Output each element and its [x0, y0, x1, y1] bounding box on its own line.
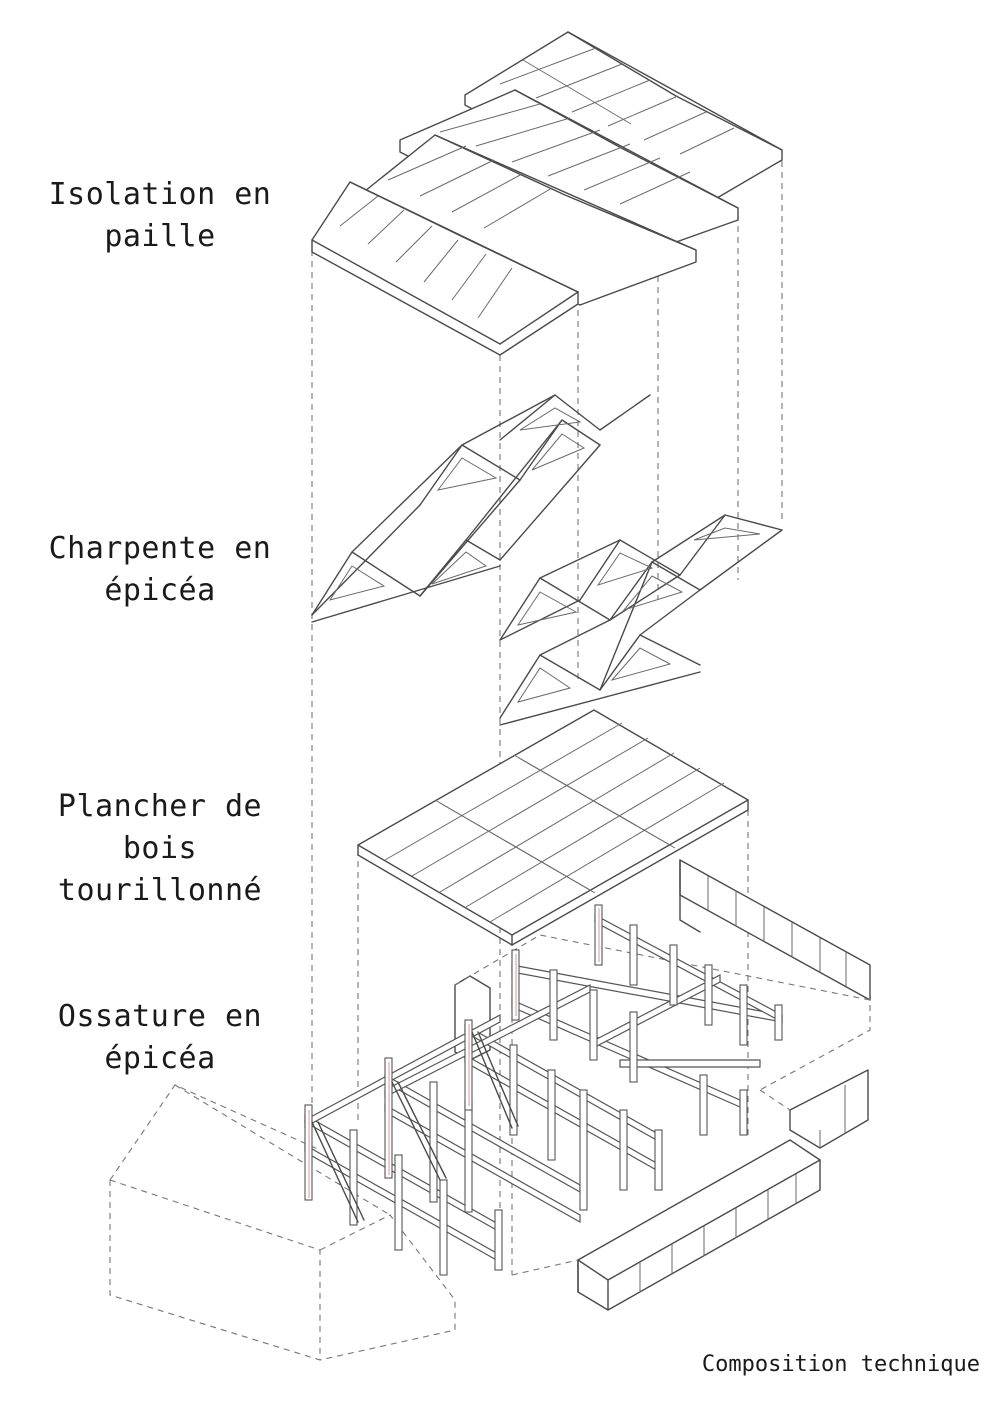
label-line: épicéa — [104, 573, 216, 608]
insulation-ridge-4 — [464, 31, 783, 223]
figure-caption: Composition technique — [701, 1352, 980, 1377]
label-line: Ossature en — [57, 999, 263, 1034]
label-line: tourillonné — [57, 873, 263, 908]
label-spruce-framework: Charpente en épicéa — [40, 528, 280, 612]
label-line: Plancher de bois — [57, 789, 263, 866]
label-dowelled-floor: Plancher de bois tourillonné — [20, 786, 300, 912]
insulation-ridge-1 — [311, 181, 579, 356]
insulation-ridge-3 — [399, 89, 739, 263]
label-spruce-structure: Ossature en épicéa — [40, 996, 280, 1080]
existing-house-outline — [109, 1084, 456, 1361]
label-line: paille — [104, 219, 216, 254]
spruce-post-and-beam-frame — [304, 904, 783, 1276]
label-line: Charpente en — [48, 531, 272, 566]
insulation-battens — [339, 47, 735, 319]
straw-insulation-layer — [311, 31, 783, 356]
dowelled-wood-floor — [357, 709, 749, 946]
label-line: Isolation en — [48, 177, 272, 212]
label-straw-insulation: Isolation en paille — [40, 174, 280, 258]
spruce-roof-framework — [311, 394, 783, 726]
base-walls — [454, 859, 871, 1311]
label-line: épicéa — [104, 1041, 216, 1076]
